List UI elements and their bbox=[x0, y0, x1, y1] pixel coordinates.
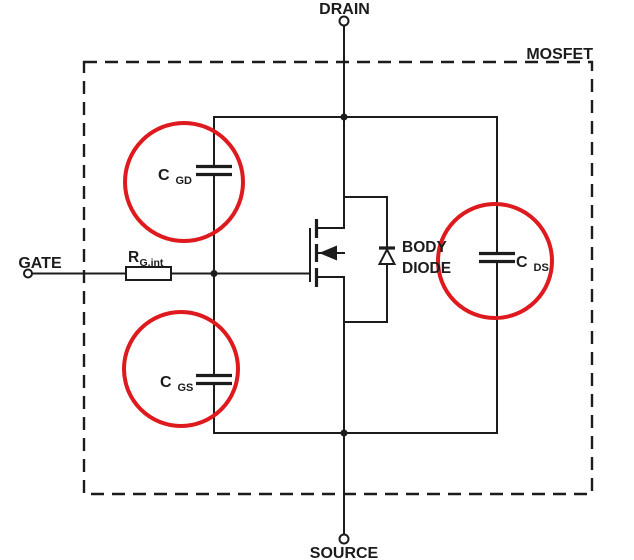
cgd-label: C bbox=[158, 167, 170, 184]
cgs-label: C bbox=[160, 374, 172, 391]
mosfet-boundary-label: MOSFET bbox=[526, 46, 593, 63]
cds-subscript: DS bbox=[534, 262, 549, 274]
source-rail-junction-node bbox=[340, 429, 348, 437]
body-diode-triangle-icon bbox=[377, 247, 397, 265]
cds-label: C bbox=[516, 254, 528, 271]
source-terminal bbox=[338, 533, 350, 545]
cgd-highlight-circle bbox=[123, 121, 245, 243]
body-diode-branch-wire bbox=[343, 196, 388, 323]
mosfet-package-boundary bbox=[82, 60, 594, 496]
gate-terminal bbox=[23, 268, 33, 279]
cds-highlight-circle bbox=[436, 202, 554, 320]
cgs-highlight-circle bbox=[122, 310, 240, 428]
rgint-subscript: G,int bbox=[140, 257, 164, 269]
gate-branch-junction-node bbox=[210, 270, 218, 277]
drain-label: DRAIN bbox=[319, 1, 370, 18]
body-diode-label-line2: DIODE bbox=[402, 260, 451, 277]
drain-rail-junction-node bbox=[340, 113, 348, 121]
rgint-label: R bbox=[128, 249, 139, 266]
cgd-subscript: GD bbox=[176, 175, 193, 187]
body-diode-label-line1: BODY bbox=[402, 239, 447, 256]
mosfet-body-arrow-icon bbox=[319, 245, 337, 261]
source-label: SOURCE bbox=[310, 545, 379, 560]
drain-terminal bbox=[338, 15, 350, 27]
cgs-subscript: GS bbox=[178, 382, 194, 394]
gate-label: GATE bbox=[18, 255, 62, 272]
gate-resistor-body bbox=[125, 266, 172, 281]
